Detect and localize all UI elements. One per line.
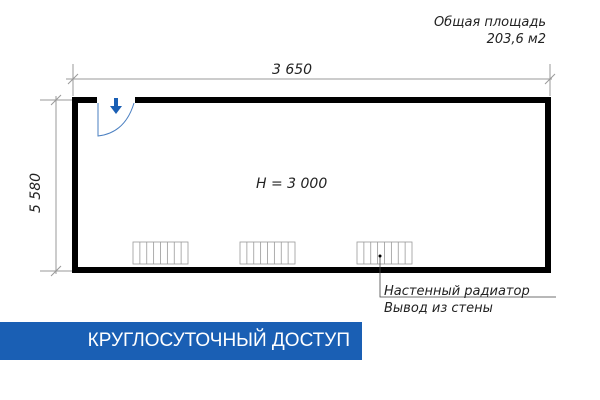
door	[97, 98, 135, 137]
entrance-arrow-icon	[110, 106, 122, 114]
length-dimension: 5 580	[28, 172, 45, 214]
area-label: Общая площадь	[433, 15, 546, 30]
total-area: Общая площадь 203,6 м2	[434, 14, 546, 48]
radiator-icon	[239, 241, 296, 265]
area-value: 203,6 м2	[486, 32, 546, 47]
ceiling-height: H = 3 000	[256, 176, 328, 192]
radiator-note: Настенный радиатор Вывод из стены	[384, 283, 530, 317]
radiator-note-line1: Настенный радиатор	[384, 284, 530, 299]
width-dimension: 3 650	[272, 62, 313, 78]
radiator-note-line2: Вывод из стены	[384, 301, 493, 316]
dimension-lines	[40, 64, 556, 277]
walls	[72, 97, 551, 273]
leader-line	[379, 256, 556, 298]
radiator-icon	[132, 241, 189, 265]
radiator-icon	[356, 241, 413, 265]
access-banner: КРУГЛОСУТОЧНЫЙ ДОСТУП	[0, 322, 362, 360]
